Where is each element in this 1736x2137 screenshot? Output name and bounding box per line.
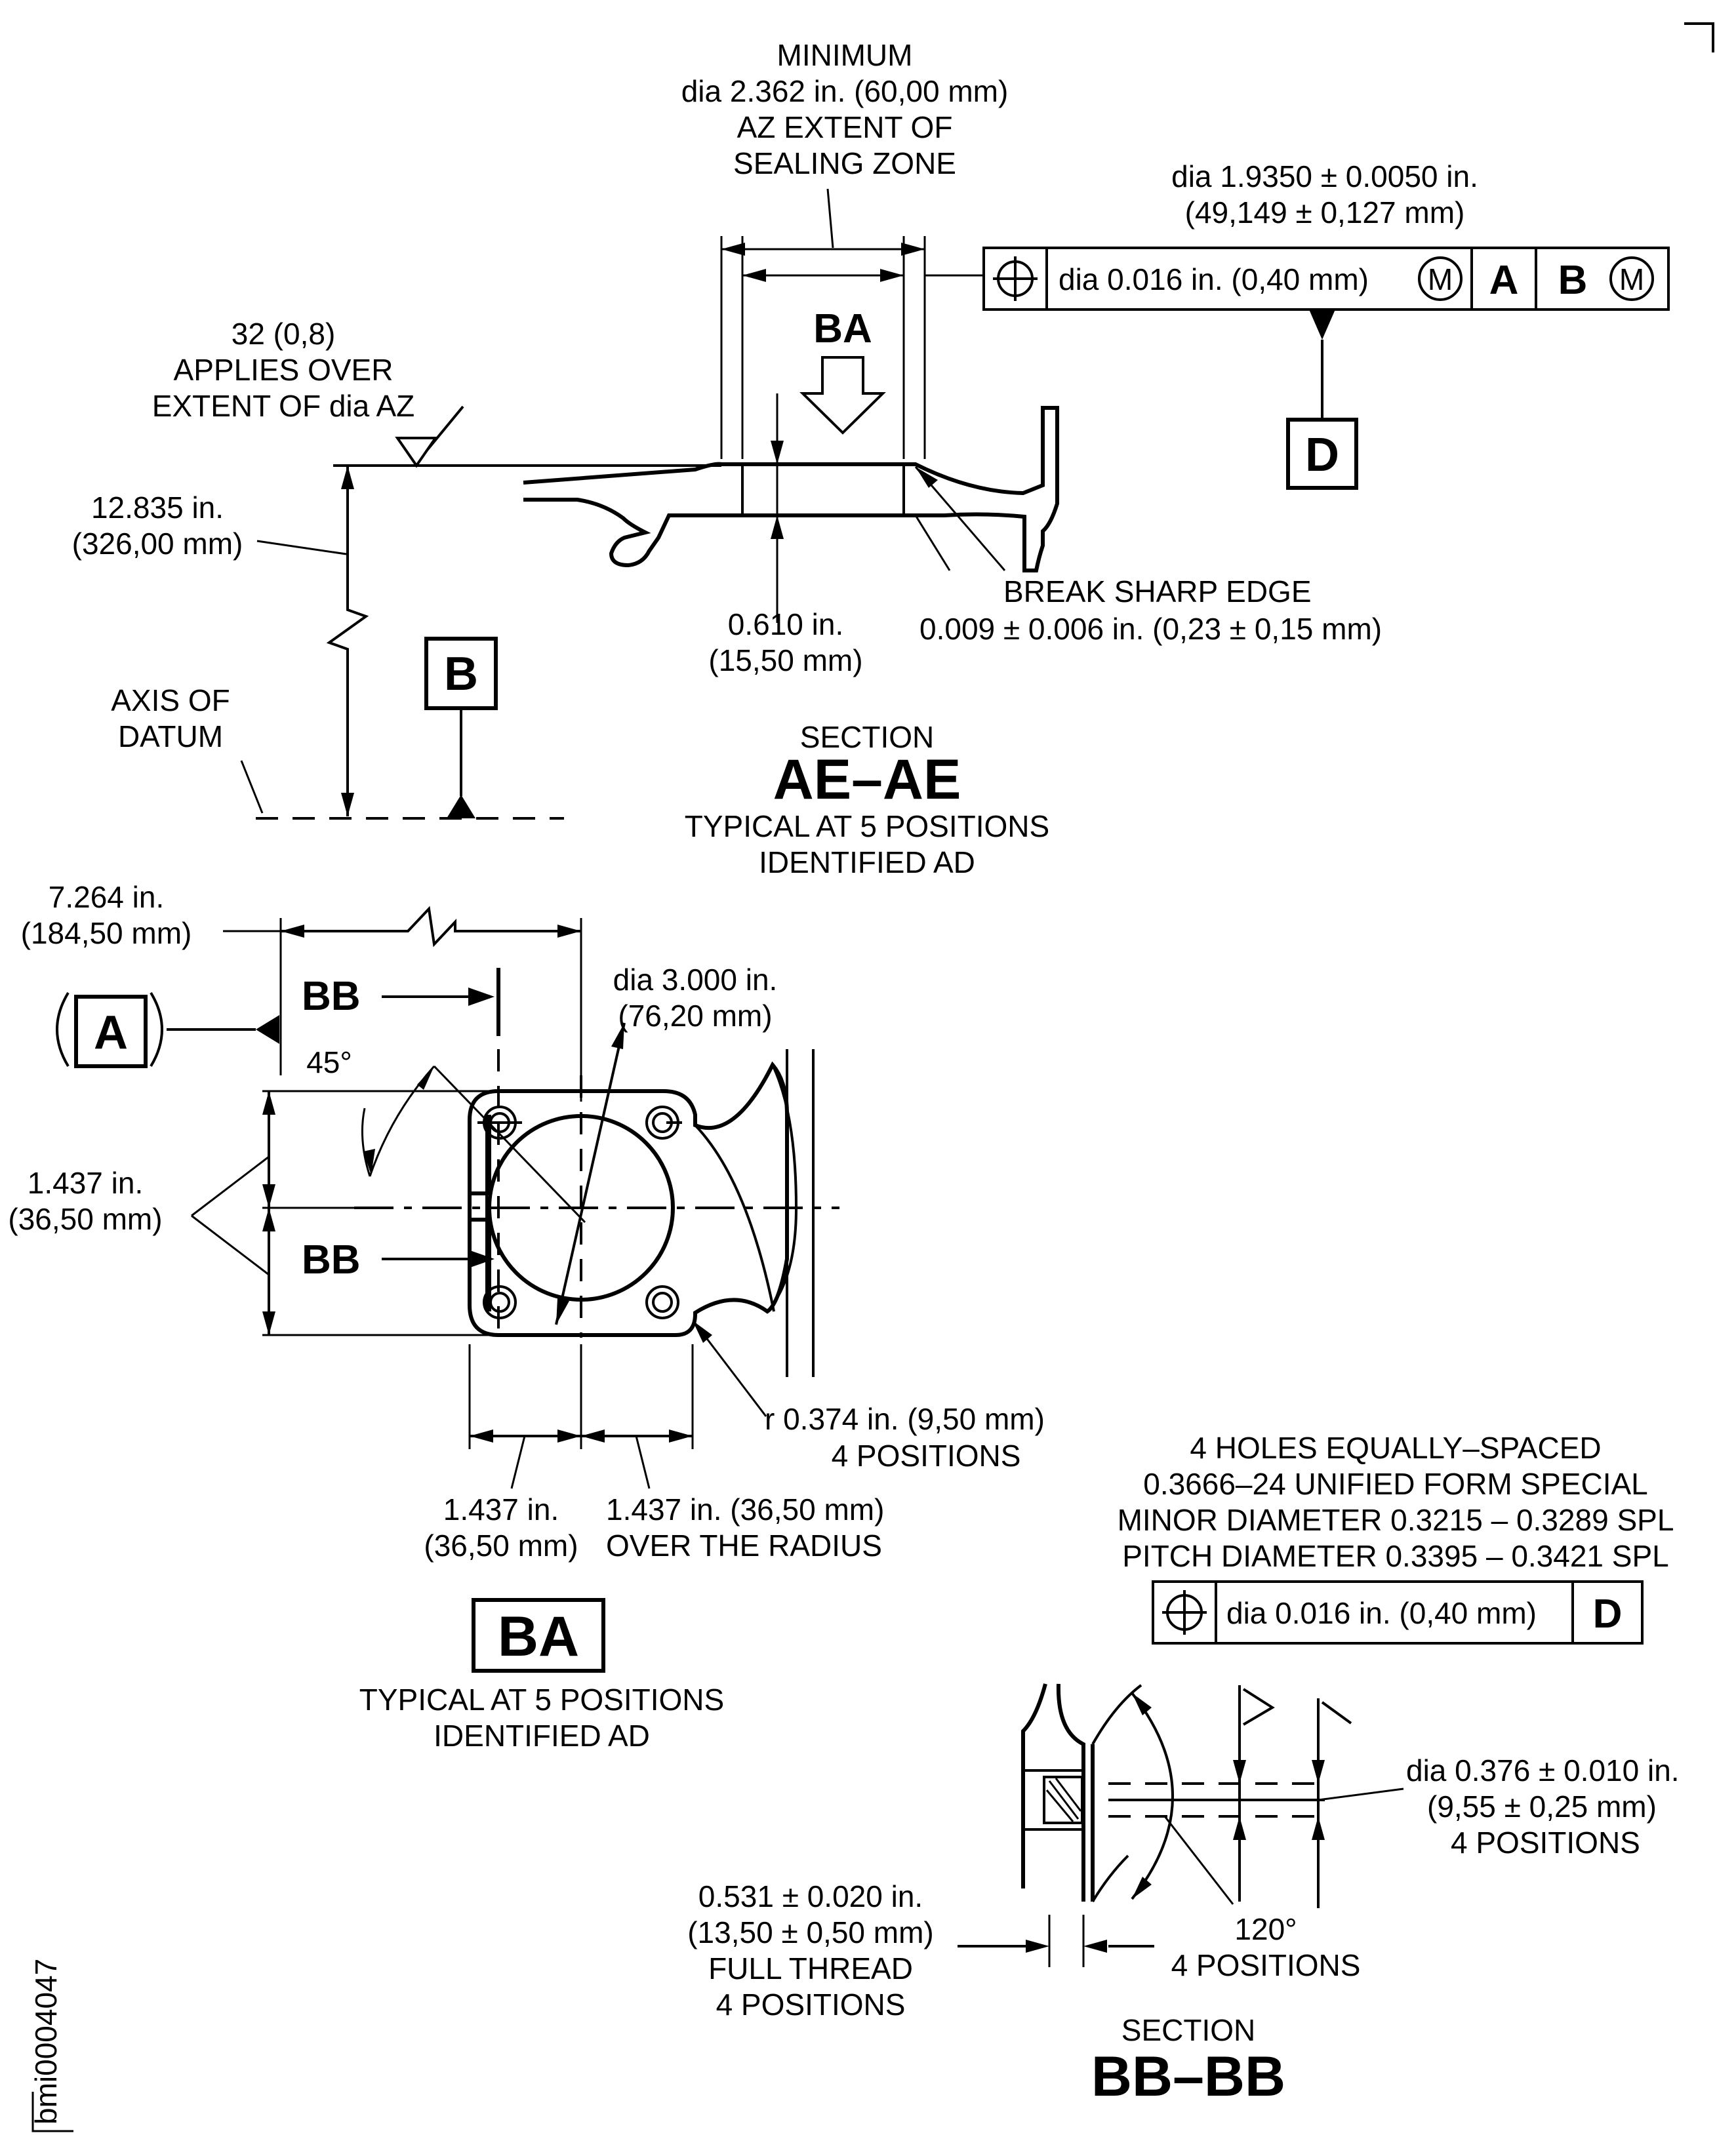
holes-line-4: PITCH DIAMETER 0.3395 – 0.3421 SPL (1122, 1539, 1669, 1573)
tolerance-line-2: (49,149 ± 0,127 mm) (1185, 195, 1465, 230)
radius-line-2: 4 POSITIONS (832, 1439, 1021, 1473)
height-dim-line-1: 1.437 in. (28, 1166, 143, 1200)
sheet-corner-mark (1684, 22, 1714, 52)
section-ae-ae: MINIMUM dia 2.362 in. (60,00 mm) AZ EXTE… (72, 38, 1670, 879)
counterbore-line-1: dia 0.376 ± 0.010 in. (1406, 1753, 1680, 1787)
finish-line-2: APPLIES OVER (174, 353, 394, 387)
min-extent-line-4: SEALING ZONE (733, 146, 956, 180)
offset-line-2: (184,50 mm) (21, 916, 192, 950)
bb-part-profile (1021, 1683, 1085, 1902)
bb-top-label: BB (302, 974, 361, 1019)
depth-line-2: (15,50 mm) (708, 643, 862, 677)
section-bb-title: BB–BB (1091, 2045, 1285, 2108)
section-ae-small: SECTION (800, 720, 934, 754)
dia-3-line-2: (76,20 mm) (618, 999, 772, 1033)
section-ae-typ-1: TYPICAL AT 5 POSITIONS (685, 809, 1049, 843)
right-dim-line-2: OVER THE RADIUS (606, 1528, 882, 1563)
holes-line-2: 0.3666–24 UNIFIED FORM SPECIAL (1143, 1467, 1648, 1501)
datum-b-label: B (444, 648, 478, 700)
height-dim-line-2: (36,50 mm) (8, 1202, 162, 1236)
flag-marker-icon (1317, 1698, 1352, 1744)
radius-line-1: r 0.374 in. (9,50 mm) (765, 1402, 1045, 1436)
holes-line-1: 4 HOLES EQUALLY–SPACED (1190, 1431, 1601, 1465)
thread-line-4: 4 POSITIONS (716, 1987, 906, 2022)
frame-ab-value: dia 0.016 in. (0,40 mm) (1059, 262, 1369, 296)
finish-line-3: EXTENT OF dia AZ (152, 389, 414, 423)
angle-line-2: 4 POSITIONS (1171, 1948, 1361, 1982)
position-tolerance-frame-ab: dia 0.016 in. (0,40 mm) M A B M (982, 247, 1670, 311)
view-ba: 7.264 in. (184,50 mm) A BB BB 45° dia 3.… (8, 880, 1045, 1753)
counterbore-line-2: (9,55 ± 0,25 mm) (1427, 1789, 1657, 1824)
dia-3-line-1: dia 3.000 in. (613, 963, 778, 997)
view-ba-typ-1: TYPICAL AT 5 POSITIONS (359, 1683, 724, 1717)
bb-bottom-label: BB (302, 1237, 361, 1283)
section-bb-small: SECTION (1121, 2013, 1255, 2047)
right-dim-line-1: 1.437 in. (36,50 mm) (606, 1492, 884, 1527)
surface-finish-icon (395, 405, 464, 468)
frame-ab-datum1: A (1489, 258, 1519, 303)
position-symbol-icon (1162, 1590, 1207, 1635)
thread-line-2: (13,50 ± 0,50 mm) (687, 1915, 934, 1949)
min-extent-line-3: AZ EXTENT OF (737, 110, 953, 144)
height-line-2: (326,00 mm) (72, 527, 243, 561)
view-ba-title: BA (498, 1605, 579, 1668)
frame-ab-datum2: B (1558, 258, 1588, 303)
section-ae-typ-2: IDENTIFIED AD (759, 845, 975, 879)
view-ba-title-box (472, 1598, 605, 1673)
section-bb-bb: 4 HOLES EQUALLY–SPACED 0.3666–24 UNIFIED… (687, 1431, 1679, 2108)
frame-ab-mod2: M (1619, 262, 1644, 296)
datum-d-label: D (1305, 429, 1339, 481)
angle-45-label: 45° (306, 1045, 352, 1079)
min-extent-line-2: dia 2.362 in. (60,00 mm) (681, 74, 1009, 108)
position-tolerance-frame-d: dia 0.016 in. (0,40 mm) D (1152, 1580, 1644, 1645)
view-ba-label: BA (813, 306, 872, 351)
mmc-modifier-icon (1609, 256, 1654, 301)
drawing-id: bmi0004047 (29, 1959, 63, 2125)
left-dim-line-2: (36,50 mm) (424, 1528, 578, 1563)
threaded-hole (1043, 1776, 1083, 1824)
view-ba-typ-2: IDENTIFIED AD (434, 1719, 650, 1753)
frame-d-value: dia 0.016 in. (0,40 mm) (1226, 1596, 1537, 1630)
datum-a-box (74, 995, 148, 1068)
view-direction-arrow-icon (799, 356, 886, 435)
break-edge-line-2: 0.009 ± 0.006 in. (0,23 ± 0,15 mm) (919, 612, 1382, 646)
counterbore-line-3: 4 POSITIONS (1451, 1826, 1640, 1860)
mmc-modifier-icon (1418, 256, 1463, 301)
ba-flange-outline (498, 1061, 789, 1337)
tolerance-line-1: dia 1.9350 ± 0.0050 in. (1171, 159, 1478, 193)
flag-marker-icon (1238, 1685, 1275, 1744)
position-symbol-icon (993, 256, 1038, 301)
axis-line-1: AXIS OF (111, 683, 230, 717)
holes-line-3: MINOR DIAMETER 0.3215 – 0.3289 SPL (1118, 1503, 1674, 1537)
offset-line-1: 7.264 in. (49, 880, 164, 914)
section-ae-title: AE–AE (773, 748, 961, 811)
flange-profile (523, 406, 1059, 572)
datum-a-label: A (94, 1007, 128, 1059)
break-edge-line-1: BREAK SHARP EDGE (1003, 574, 1312, 609)
height-line-1: 12.835 in. (91, 490, 224, 525)
finish-line-1: 32 (0,8) (232, 317, 336, 351)
axis-line-2: DATUM (118, 719, 223, 753)
frame-d-datum: D (1593, 1591, 1623, 1637)
angle-line-1: 120° (1234, 1912, 1297, 1946)
frame-ab-mod1: M (1428, 262, 1453, 296)
thread-line-3: FULL THREAD (708, 1951, 913, 1986)
thread-line-1: 0.531 ± 0.020 in. (698, 1879, 923, 1913)
depth-line-1: 0.610 in. (728, 607, 843, 641)
min-extent-line-1: MINIMUM (777, 38, 913, 72)
left-dim-line-1: 1.437 in. (443, 1492, 559, 1527)
datum-d-box (1286, 418, 1358, 490)
